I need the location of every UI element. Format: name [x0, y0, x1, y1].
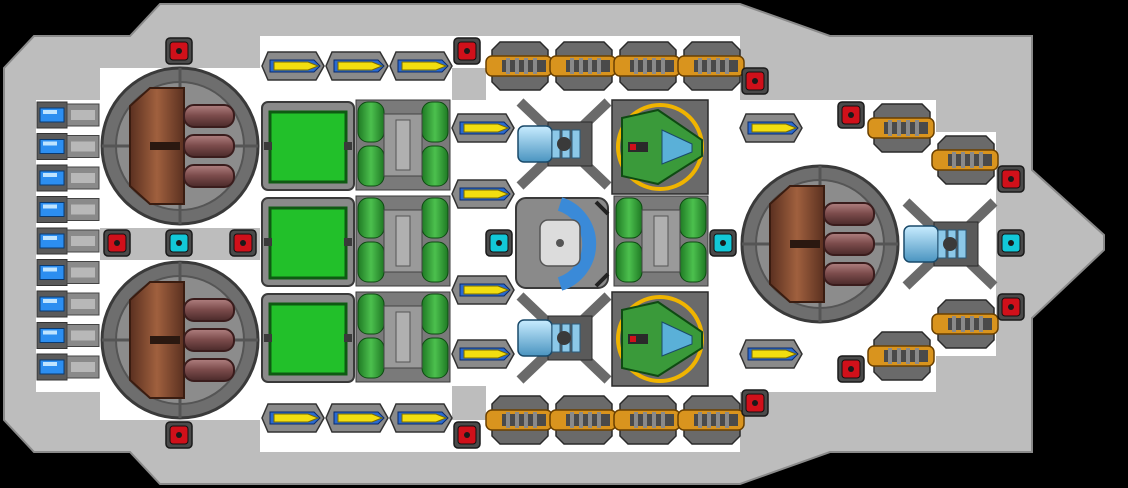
thruster-icon[interactable]: [867, 103, 935, 153]
battery-icon[interactable]: [36, 164, 100, 192]
blaster-icon[interactable]: [389, 403, 453, 433]
shield-generator-layer: [261, 101, 355, 383]
turret-icon[interactable]: [100, 66, 260, 226]
blaster-icon[interactable]: [739, 113, 803, 143]
blaster-icon[interactable]: [451, 113, 515, 143]
thruster-icon[interactable]: [677, 395, 745, 445]
battery-icon[interactable]: [36, 322, 100, 349]
blaster-icon[interactable]: [451, 179, 515, 209]
battery-icon[interactable]: [36, 227, 100, 255]
thruster-icon[interactable]: [931, 299, 999, 349]
cyan-node-icon[interactable]: [485, 229, 513, 257]
red-node-icon[interactable]: [165, 421, 193, 449]
battery-icon[interactable]: [36, 290, 100, 318]
red-node-icon[interactable]: [997, 165, 1025, 193]
gyroscope-icon[interactable]: [515, 197, 610, 291]
center-modules-layer: [515, 98, 998, 387]
battery-icon[interactable]: [36, 259, 100, 286]
turret-icon[interactable]: [740, 164, 900, 324]
blaster-icon[interactable]: [325, 403, 389, 433]
cyan-node-icon[interactable]: [165, 229, 193, 257]
thruster-icon[interactable]: [613, 395, 681, 445]
red-node-icon[interactable]: [997, 293, 1025, 321]
red-node-icon[interactable]: [741, 389, 769, 417]
small-weapon-layer: [261, 51, 803, 433]
blaster-icon[interactable]: [325, 51, 389, 81]
blaster-icon[interactable]: [451, 339, 515, 369]
blaster-icon[interactable]: [739, 339, 803, 369]
cyan-node-icon[interactable]: [709, 229, 737, 257]
cockpit-icon[interactable]: [611, 291, 709, 387]
thruster-icon[interactable]: [613, 41, 681, 91]
thruster-layer: [485, 41, 999, 445]
battery-icon[interactable]: [36, 101, 100, 129]
drill-icon[interactable]: [902, 198, 998, 290]
red-node-icon[interactable]: [837, 355, 865, 383]
red-node-icon[interactable]: [453, 421, 481, 449]
reactor-layer: [355, 99, 709, 383]
red-node-icon[interactable]: [229, 229, 257, 257]
node-layer: [103, 37, 1025, 449]
battery-column: [36, 101, 100, 381]
red-node-icon[interactable]: [837, 101, 865, 129]
thruster-icon[interactable]: [549, 395, 617, 445]
battery-icon[interactable]: [36, 353, 100, 381]
battery-icon[interactable]: [36, 133, 100, 160]
thruster-icon[interactable]: [677, 41, 745, 91]
thruster-icon[interactable]: [549, 41, 617, 91]
blaster-icon[interactable]: [261, 403, 325, 433]
battery-icon[interactable]: [36, 196, 100, 223]
turret-icon[interactable]: [100, 260, 260, 420]
red-node-icon[interactable]: [453, 37, 481, 65]
thruster-icon[interactable]: [867, 331, 935, 381]
drill-icon[interactable]: [516, 98, 612, 190]
thruster-icon[interactable]: [931, 135, 999, 185]
blaster-icon[interactable]: [451, 275, 515, 305]
shield-generator-icon[interactable]: [261, 197, 355, 287]
red-node-icon[interactable]: [741, 67, 769, 95]
blaster-icon[interactable]: [261, 51, 325, 81]
thruster-icon[interactable]: [485, 41, 553, 91]
drill-icon[interactable]: [516, 292, 612, 384]
shield-generator-icon[interactable]: [261, 293, 355, 383]
shield-generator-icon[interactable]: [261, 101, 355, 191]
reactor-icon[interactable]: [355, 195, 451, 287]
thruster-icon[interactable]: [485, 395, 553, 445]
turret-layer: [100, 66, 900, 420]
blaster-icon[interactable]: [389, 51, 453, 81]
reactor-icon[interactable]: [355, 99, 451, 191]
cockpit-icon[interactable]: [611, 99, 709, 195]
cyan-node-icon[interactable]: [997, 229, 1025, 257]
red-node-icon[interactable]: [165, 37, 193, 65]
reactor-icon[interactable]: [613, 195, 709, 287]
reactor-icon[interactable]: [355, 291, 451, 383]
red-node-icon[interactable]: [103, 229, 131, 257]
